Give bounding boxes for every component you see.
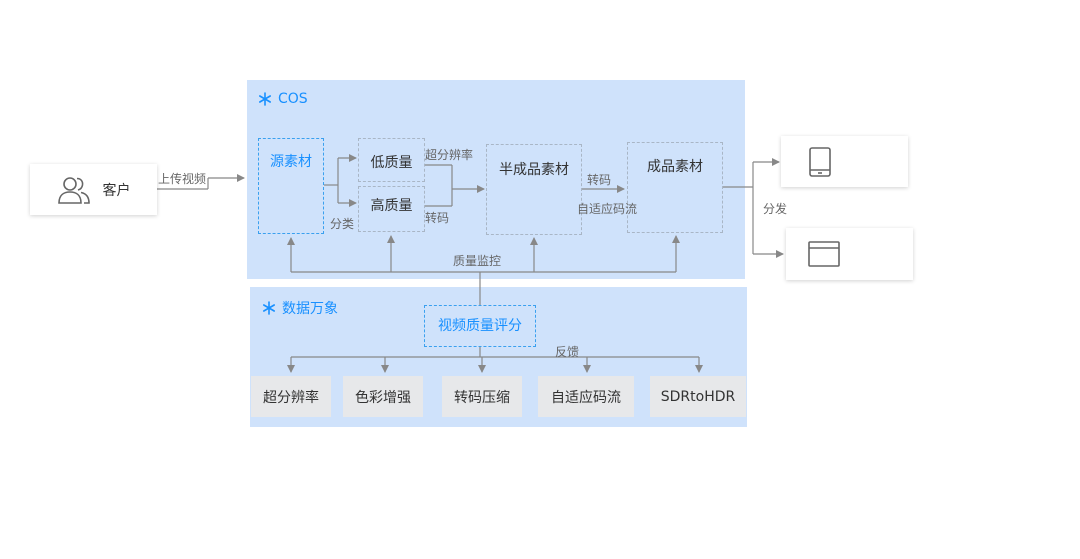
finished-material-node: 成品素材	[627, 142, 723, 233]
users-icon	[57, 176, 90, 204]
low-quality-node: 低质量	[358, 138, 425, 182]
browser-card	[786, 228, 913, 280]
cos-title-text: COS	[278, 91, 308, 107]
feedback-label: 反馈	[555, 345, 580, 359]
tool-super-resolution: 超分辨率	[251, 376, 331, 417]
adaptive-stream-label: 自适应码流	[577, 202, 638, 216]
semi-finished-node: 半成品素材	[486, 144, 582, 235]
source-material-node: 源素材	[258, 138, 324, 234]
transcode-label-2: 转码	[587, 173, 612, 187]
cos-title: COS	[258, 91, 308, 107]
tool-color-enhance: 色彩增强	[343, 376, 423, 417]
classify-label: 分类	[330, 217, 355, 231]
snowflake-icon	[262, 301, 275, 315]
client-label: 客户	[102, 182, 131, 199]
tablet-icon	[809, 146, 831, 177]
quality-monitor-label: 质量监控	[453, 254, 502, 268]
video-quality-score-node: 视频质量评分	[424, 305, 536, 347]
wanxiang-title: 数据万象	[262, 298, 338, 318]
distribute-label: 分发	[763, 202, 788, 216]
snowflake-icon	[258, 92, 271, 106]
cos-panel	[247, 80, 745, 279]
tablet-card	[781, 136, 908, 187]
tool-transcode-compress: 转码压缩	[442, 376, 522, 417]
upload-label: 上传视频	[158, 172, 207, 186]
high-quality-node: 高质量	[358, 186, 425, 232]
super-resolution-label: 超分辨率	[425, 148, 474, 162]
transcode-label-1: 转码	[425, 211, 450, 225]
client-card: 客户	[30, 164, 157, 215]
browser-window-icon	[808, 241, 840, 267]
tool-adaptive-stream: 自适应码流	[538, 376, 634, 417]
wanxiang-title-text: 数据万象	[282, 301, 338, 317]
tool-sdr-to-hdr: SDRtoHDR	[650, 376, 746, 417]
